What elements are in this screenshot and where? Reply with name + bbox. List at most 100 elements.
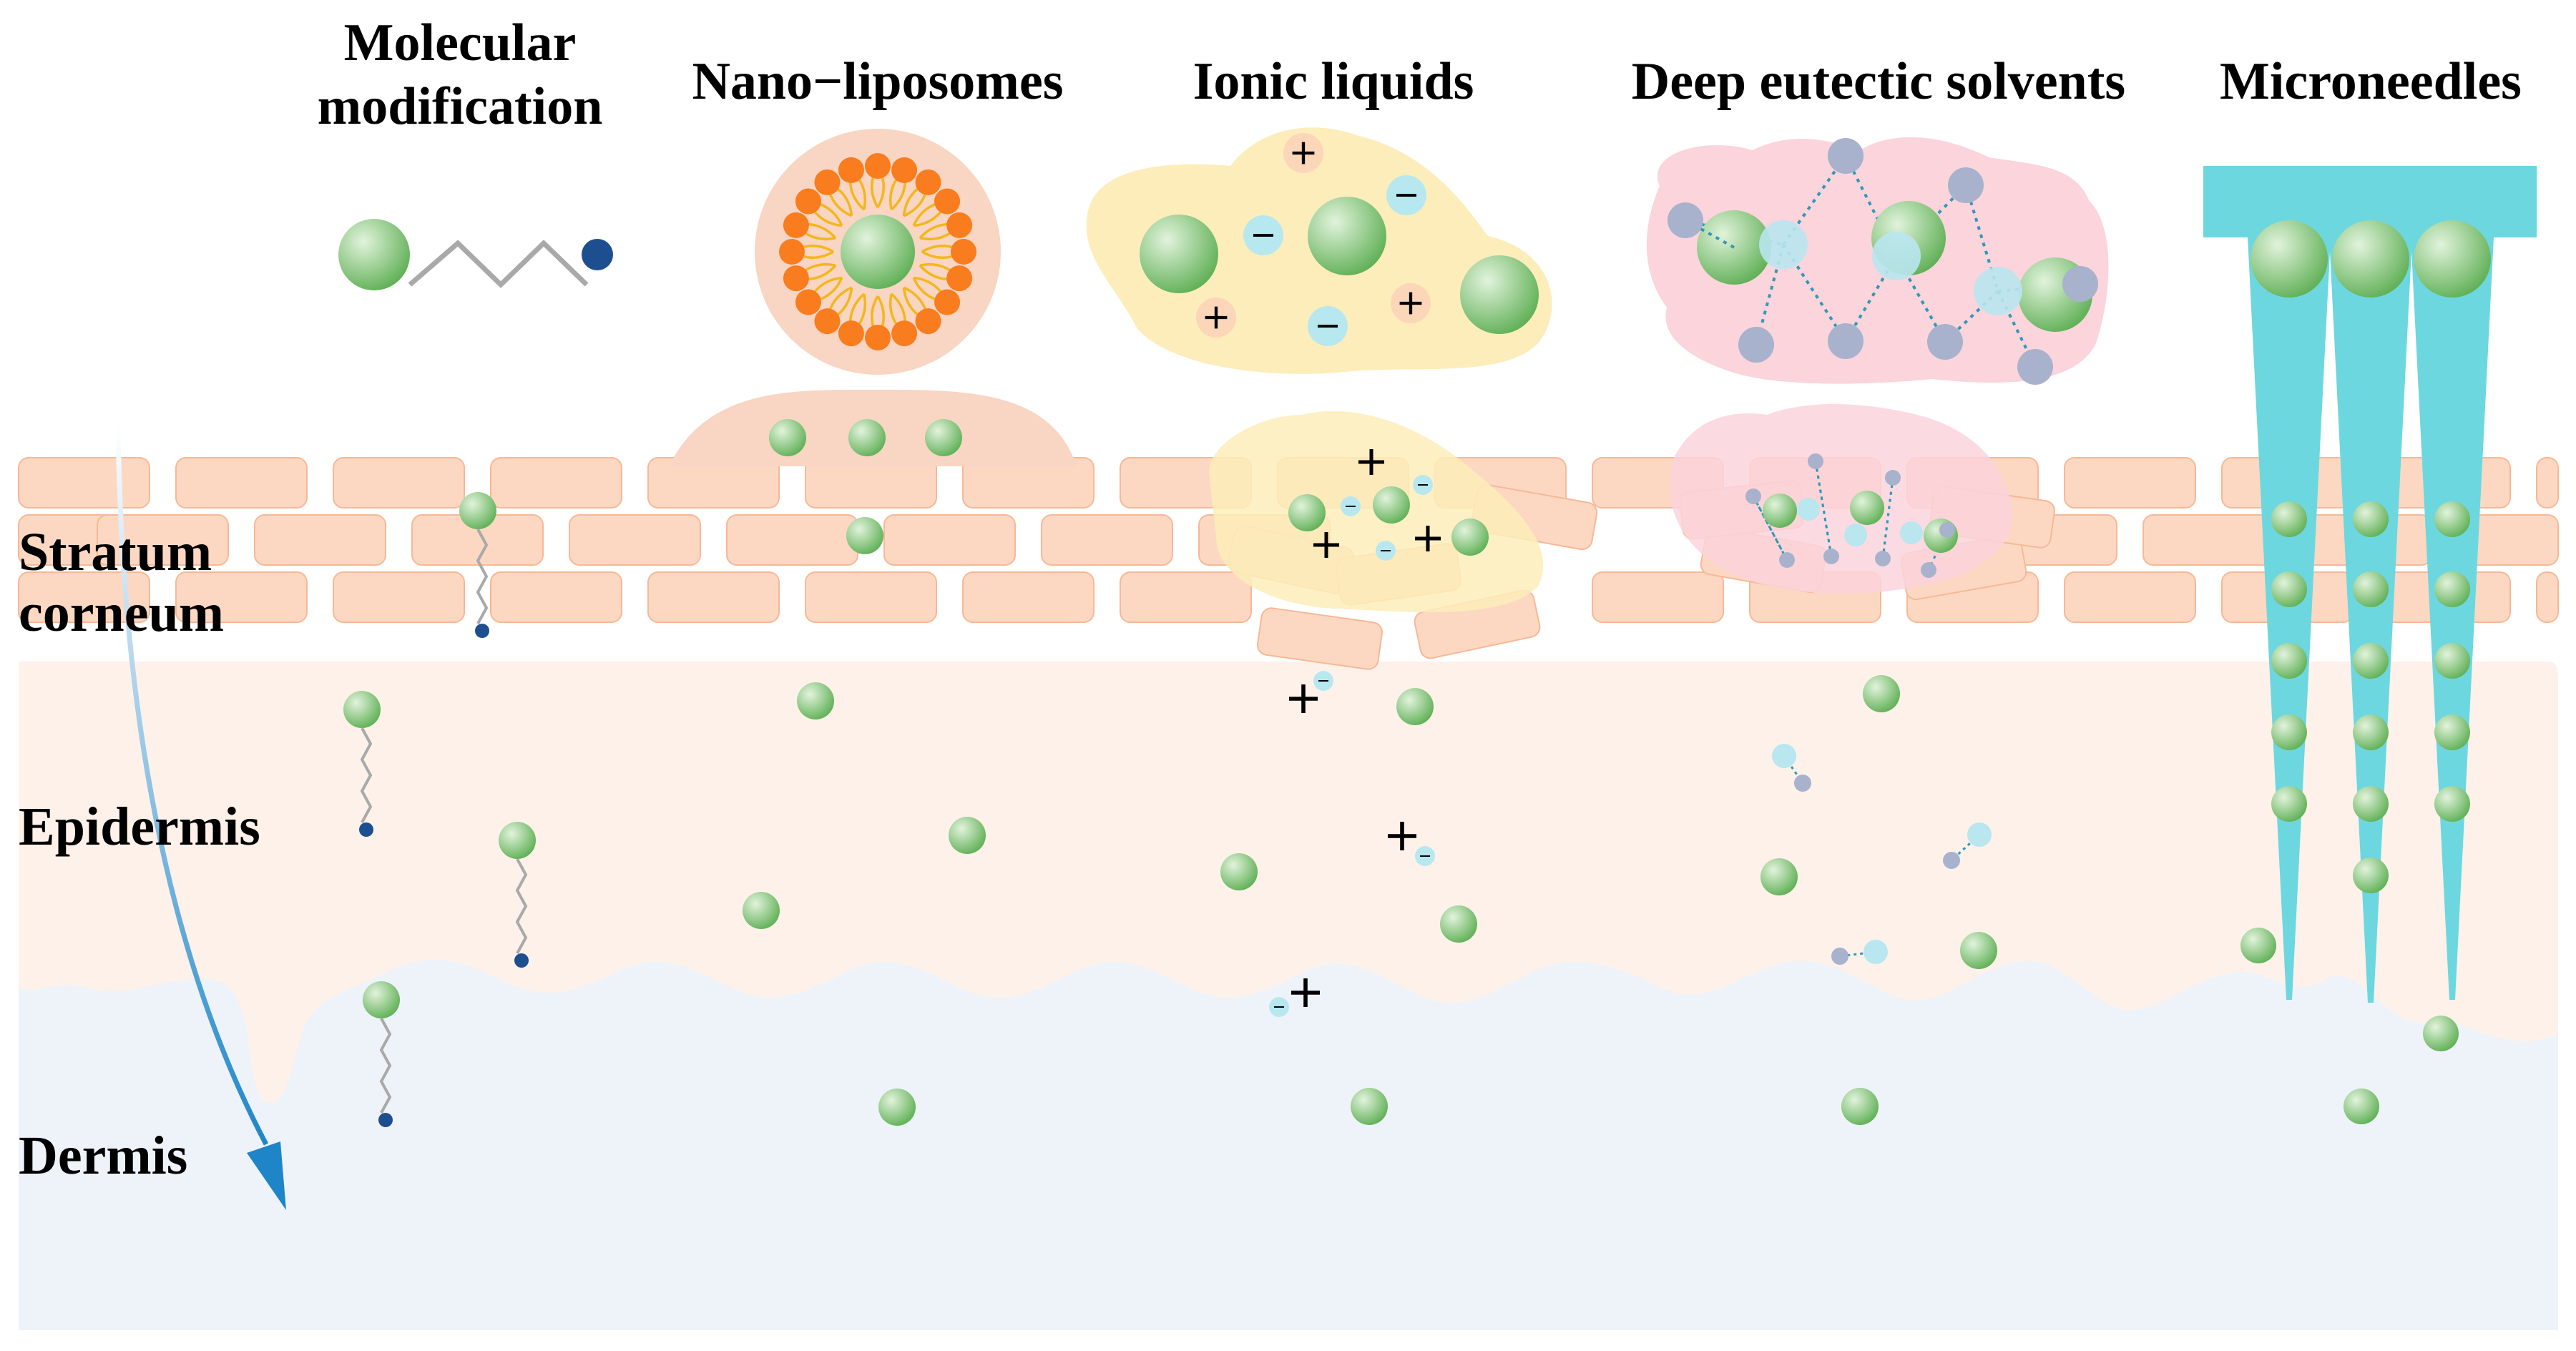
- method-label-line: Molecular: [343, 14, 577, 72]
- drug-molecule: [1841, 1088, 1879, 1125]
- terminal-group: [378, 1113, 393, 1127]
- lipid-head: [946, 265, 973, 292]
- corneocyte-brick: [18, 571, 150, 623]
- hydrogen-bond: [1752, 496, 1788, 561]
- drug-molecule: [846, 517, 883, 554]
- drug-molecule: [2271, 571, 2307, 607]
- lipid-head: [795, 289, 821, 315]
- lipid-head: [865, 325, 891, 350]
- drug-molecule: [1440, 905, 1477, 943]
- drug-molecule: [1850, 491, 1884, 525]
- corneocyte-brick: [962, 571, 1094, 623]
- alkyl-chain: [360, 727, 373, 823]
- cation-plus-icon: [1388, 822, 1416, 850]
- terminal-group: [582, 239, 613, 270]
- hba-node: [1872, 232, 1921, 280]
- layer-label-dermis: Dermis: [19, 1126, 188, 1186]
- hbd-node: [1779, 552, 1795, 568]
- drug-molecule: [2353, 501, 2389, 537]
- corneocyte-brick: [1592, 571, 1724, 623]
- hbd-node: [1745, 488, 1761, 504]
- terminal-group: [475, 624, 489, 638]
- lipid-head: [838, 157, 864, 183]
- lipid-head: [934, 188, 961, 215]
- hba-node: [1844, 524, 1867, 546]
- microneedle-shaft: [2248, 237, 2331, 1000]
- corneocyte-brick: [490, 571, 622, 623]
- corneocyte-brick: [254, 514, 386, 566]
- hbd-node: [1794, 775, 1811, 792]
- drug-molecule: [338, 219, 410, 290]
- alkyl-chain: [379, 1018, 392, 1114]
- drug-molecule: [1351, 1088, 1388, 1125]
- drug-molecule: [2434, 501, 2470, 537]
- hbd-node: [1943, 852, 1960, 869]
- method-label-ionic-liquids: Ionic liquids: [1192, 52, 1474, 111]
- drug-molecule: [2251, 220, 2328, 298]
- corneocyte-brick: [175, 457, 308, 509]
- drug-molecule: [1396, 688, 1434, 725]
- arrow-head: [247, 1141, 286, 1210]
- epidermis-layer: [19, 662, 2558, 1104]
- drug-molecule: [2271, 643, 2307, 679]
- drug-molecule: [743, 892, 780, 929]
- hbd-node: [1885, 470, 1901, 486]
- drug-molecule: [1140, 215, 1218, 293]
- drug-molecule: [878, 1089, 916, 1126]
- cation-plus-icon: [1415, 526, 1441, 551]
- lipid-head: [814, 169, 841, 195]
- hbd-node: [1948, 167, 1984, 203]
- alkyl-chain: [515, 858, 528, 954]
- lipid-head: [946, 212, 973, 238]
- drug-molecule: [1373, 486, 1410, 524]
- hba-node: [1967, 822, 1992, 847]
- method-label-microneedles: Microneedles: [2220, 52, 2522, 111]
- corneocyte-brick: [18, 457, 150, 509]
- lipid-head: [891, 157, 918, 183]
- drug-molecule: [2271, 714, 2307, 750]
- method-label-nano-liposomes: Nano−liposomes: [692, 52, 1064, 111]
- disrupted-brick: [1257, 607, 1383, 670]
- terminal-group: [514, 953, 529, 968]
- hbd-node: [1808, 453, 1823, 469]
- lipid-head: [865, 153, 891, 179]
- lipid-head: [951, 239, 976, 265]
- drug-molecule: [1451, 519, 1489, 556]
- method-label-line: modification: [317, 77, 603, 136]
- skin-particles: [343, 404, 2470, 1127]
- drug-molecule: [1288, 494, 1326, 531]
- drug-molecule: [2353, 786, 2389, 822]
- drug-molecule: [499, 822, 536, 859]
- hbd-node: [1875, 551, 1891, 566]
- hbd-node: [1939, 522, 1955, 538]
- drug-molecule: [2414, 220, 2491, 298]
- drug-molecule: [925, 419, 962, 456]
- corneocyte-brick: [805, 571, 937, 623]
- drug-molecule: [1863, 675, 1900, 712]
- method-label-molecular-modification: Molecular modification: [318, 11, 603, 139]
- layer-label-stratum-corneum: Stratum corneum: [19, 522, 224, 644]
- alkyl-chain: [476, 529, 489, 624]
- drug-molecule: [2353, 643, 2389, 679]
- corneocyte-brick: [2536, 571, 2559, 623]
- hbd-node: [1927, 324, 1963, 360]
- lipid-head: [934, 289, 961, 315]
- cation-plus-icon: [1399, 292, 1422, 315]
- lipid-head: [783, 265, 809, 292]
- corneocyte-brick: [97, 514, 229, 566]
- penetration-arrow: [115, 423, 286, 1210]
- hydrogen-bond: [1844, 155, 1898, 257]
- drug-molecule: [2353, 858, 2389, 893]
- corneocyte-brick: [2536, 457, 2559, 509]
- corneocyte-brick: [333, 571, 465, 623]
- hydrogen-bond: [1964, 185, 1999, 292]
- hbd-node: [1667, 202, 1703, 238]
- drug-molecule: [2434, 714, 2470, 750]
- corneocyte-brick: [490, 457, 622, 509]
- lipid-head: [795, 188, 821, 215]
- microneedle-shaft: [2329, 237, 2412, 1003]
- lipid-head: [779, 239, 805, 265]
- drug-molecule: [848, 419, 886, 456]
